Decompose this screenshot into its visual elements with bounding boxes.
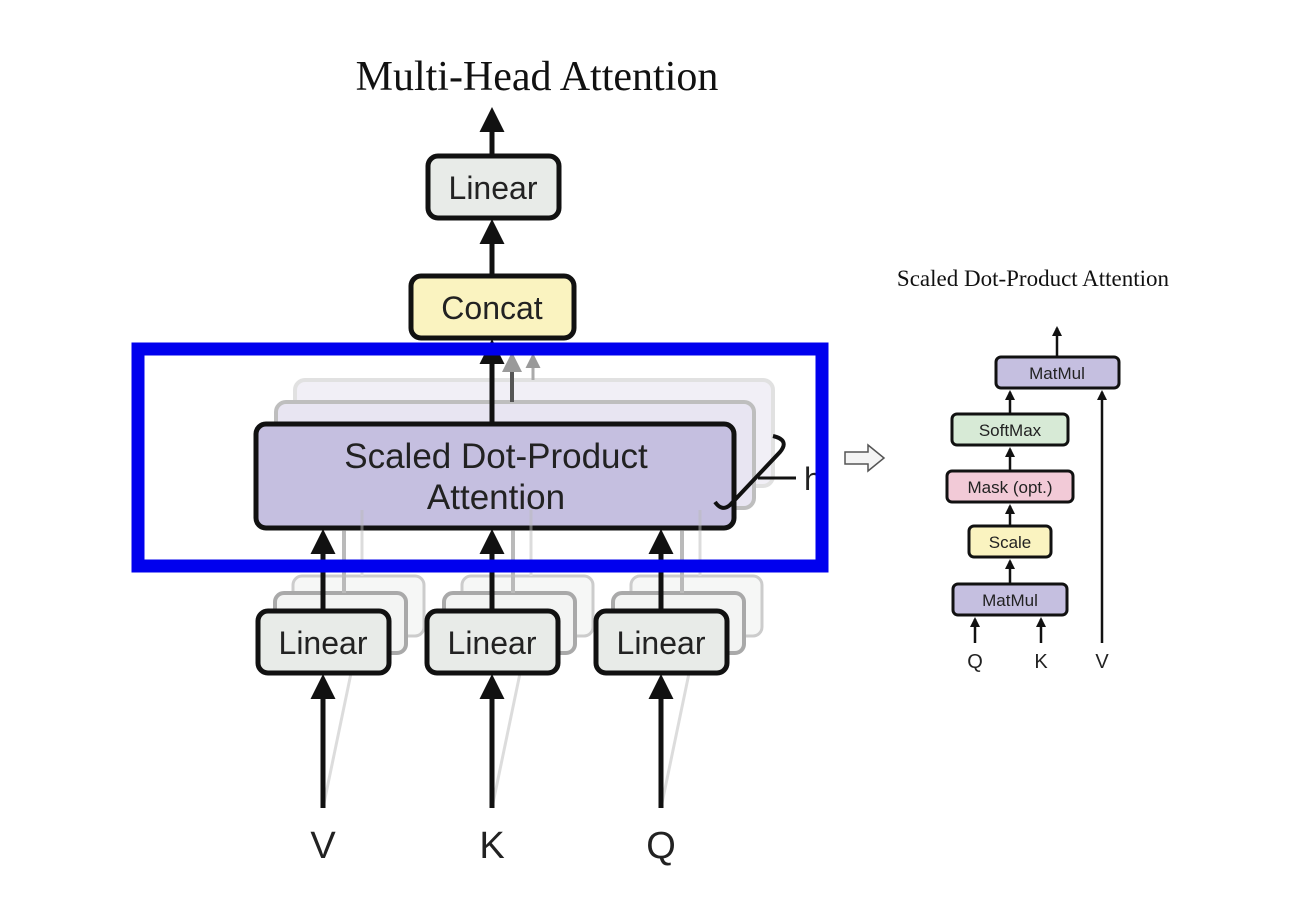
input-v-label: V bbox=[310, 825, 336, 867]
sdpa-scale-label: Scale bbox=[989, 533, 1032, 552]
highlight-box bbox=[131, 342, 829, 573]
attention-label-line2: Attention bbox=[427, 478, 565, 517]
multi-head-title: Multi-Head Attention bbox=[356, 54, 719, 100]
sdpa-matmul-top-box bbox=[994, 355, 1121, 390]
heads-bracket bbox=[713, 434, 786, 510]
input-q-label: Q bbox=[646, 825, 676, 867]
input-k-label: K bbox=[479, 825, 504, 867]
output-linear-box bbox=[425, 153, 562, 221]
zoom-arrow-icon bbox=[844, 443, 886, 473]
attention-label-line1: Scaled Dot-Product bbox=[344, 437, 648, 476]
sdpa-matmul-top-label: MatMul bbox=[1029, 364, 1085, 383]
attention-box bbox=[253, 421, 737, 531]
sdpa-softmax-box bbox=[950, 412, 1070, 447]
sdpa-scale-box bbox=[967, 524, 1053, 559]
linear-k-label: Linear bbox=[448, 625, 537, 661]
sdpa-matmul-bottom-label: MatMul bbox=[982, 591, 1038, 610]
concat-box bbox=[408, 273, 577, 341]
sdpa-mask-label: Mask (opt.) bbox=[967, 478, 1052, 497]
sdpa-title: Scaled Dot-Product Attention bbox=[897, 266, 1170, 291]
linear-q-label: Linear bbox=[617, 625, 706, 661]
linear-v-label: Linear bbox=[279, 625, 368, 661]
sdpa-mask-box bbox=[945, 469, 1075, 504]
output-linear-label: Linear bbox=[449, 170, 538, 206]
sdpa-input-v-label: V bbox=[1095, 651, 1109, 673]
sdpa-input-q-label: Q bbox=[967, 651, 983, 673]
sdpa-softmax-label: SoftMax bbox=[979, 421, 1042, 440]
sdpa-input-k-label: K bbox=[1034, 651, 1048, 673]
sdpa-matmul-bottom-box bbox=[951, 582, 1069, 617]
concat-label: Concat bbox=[441, 290, 543, 326]
